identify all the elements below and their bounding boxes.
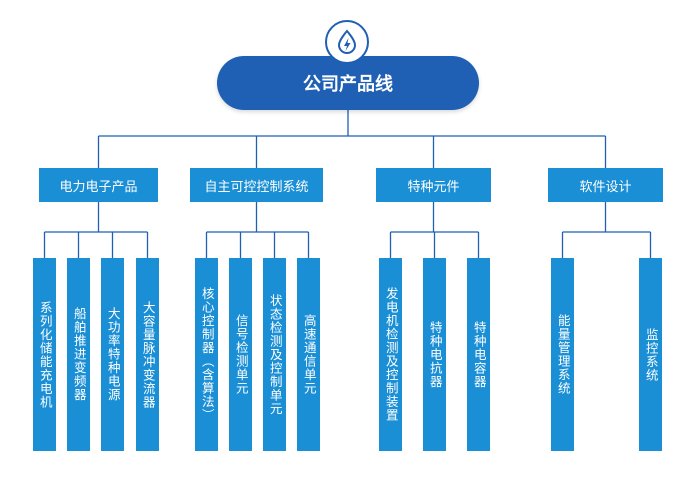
leaf-status-control: 状态检测及控制单元 <box>263 258 286 451</box>
leaf-high-power-supply: 大功率特种电源 <box>101 258 124 451</box>
category-special-components: 特种元件 <box>376 168 491 202</box>
leaf-monitoring-system: 监控系统 <box>639 258 662 451</box>
leaf-label: 船舶推进变频器 <box>71 307 87 402</box>
root-title: 公司产品线 <box>303 74 393 95</box>
category-power-electronics: 电力电子产品 <box>39 168 158 202</box>
category-control-systems: 自主可控控制系统 <box>190 168 323 202</box>
leaf-label: 系列化储能充电机 <box>37 300 53 409</box>
leaf-core-controller: 核心控制器（含算法） <box>195 258 218 451</box>
leaf-energy-storage-charger: 系列化储能充电机 <box>33 258 56 451</box>
leaf-high-speed-comm: 高速通信单元 <box>297 258 320 451</box>
leaf-pulse-converter: 大容量脉冲变流器 <box>136 258 159 451</box>
leaf-special-reactor: 特种电抗器 <box>423 258 446 451</box>
category-label: 软件设计 <box>579 179 632 195</box>
leaf-label: 状态检测及控制单元 <box>267 293 283 416</box>
leaf-label: 核心控制器（含算法） <box>199 287 215 422</box>
leaf-ship-propulsion-inverter: 船舶推进变频器 <box>67 258 90 451</box>
leaf-energy-management: 能量管理系统 <box>551 258 574 451</box>
leaf-label: 特种电抗器 <box>427 320 443 389</box>
root-node: 公司产品线 <box>217 56 479 110</box>
leaf-label: 大功率特种电源 <box>105 307 121 402</box>
leaf-generator-detection: 发电机检测及控制装置 <box>379 258 402 451</box>
category-label: 特种元件 <box>407 179 460 195</box>
lightning-drop-icon <box>325 20 369 64</box>
leaf-label: 发电机检测及控制装置 <box>383 287 399 422</box>
leaf-label: 能量管理系统 <box>555 314 571 395</box>
leaf-label: 特种电容器 <box>471 320 487 389</box>
leaf-label: 大容量脉冲变流器 <box>140 300 156 409</box>
category-label: 电力电子产品 <box>59 179 138 195</box>
category-label: 自主可控控制系统 <box>204 179 309 195</box>
leaf-label: 高速通信单元 <box>301 314 317 395</box>
category-software-design: 软件设计 <box>548 168 663 202</box>
leaf-special-capacitor: 特种电容器 <box>467 258 490 451</box>
leaf-signal-detection: 信号检测单元 <box>229 258 252 451</box>
leaf-label: 信号检测单元 <box>233 314 249 395</box>
leaf-label: 监控系统 <box>643 327 659 382</box>
